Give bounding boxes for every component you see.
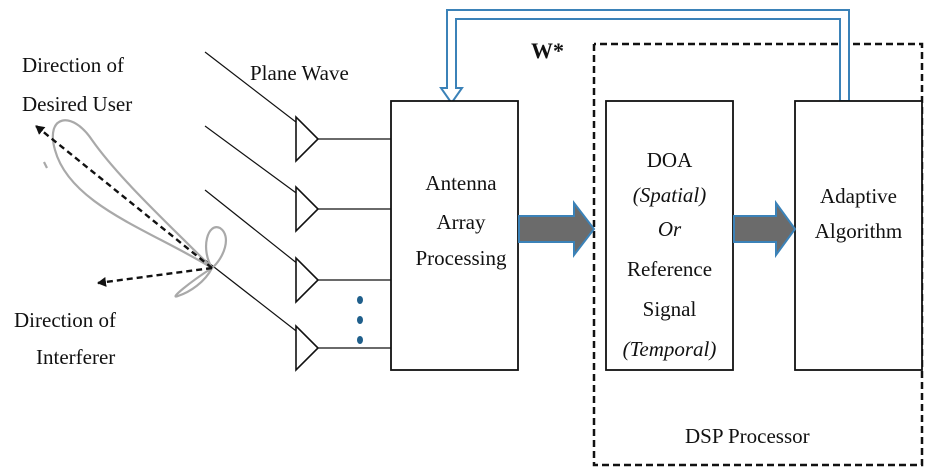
antenna-feed-lines bbox=[318, 138, 391, 349]
or-label: Or bbox=[657, 217, 682, 241]
antenna-array-processing-block bbox=[390, 100, 519, 371]
dsp-processor-boundary bbox=[592, 42, 924, 467]
reference-label: Reference bbox=[626, 257, 713, 281]
side-lobe-lower bbox=[174, 264, 215, 298]
main-lobe bbox=[51, 119, 213, 269]
adaptive-label-line1: Adaptive bbox=[820, 184, 897, 208]
antenna-element bbox=[295, 324, 320, 372]
desired-user-direction-arrow bbox=[35, 125, 213, 269]
adaptive-algorithm-block bbox=[794, 100, 923, 371]
antenna-elements bbox=[295, 115, 320, 372]
data-arrow-array-to-doa bbox=[518, 200, 596, 258]
temporal-label: (Temporal) bbox=[622, 337, 717, 361]
interferer-direction-arrow bbox=[97, 266, 213, 287]
side-lobe-upper bbox=[204, 226, 228, 270]
feedback-weights-arrow bbox=[439, 9, 850, 105]
adaptive-label-line2: Algorithm bbox=[814, 219, 903, 243]
antenna-element bbox=[295, 185, 320, 233]
antenna-array-label-line3: Processing bbox=[415, 246, 507, 270]
doa-reference-block bbox=[605, 100, 734, 371]
antenna-array-label-line2: Array bbox=[436, 210, 486, 234]
interferer-label-line2: Interferer bbox=[36, 345, 116, 369]
plane-wave-label: Plane Wave bbox=[250, 61, 349, 85]
more-elements-dots bbox=[357, 296, 363, 344]
data-arrow-doa-to-adaptive bbox=[733, 199, 797, 259]
dsp-processor-label: DSP Processor bbox=[685, 424, 810, 448]
desired-user-label-line1: Direction of bbox=[22, 53, 125, 77]
antenna-element bbox=[295, 256, 320, 304]
signal-label: Signal bbox=[642, 297, 697, 321]
desired-user-label-line2: Desired User bbox=[22, 92, 133, 116]
interferer-label-line1: Direction of bbox=[14, 308, 117, 332]
antenna-element bbox=[295, 115, 320, 163]
antenna-array-label-line1: Antenna bbox=[425, 171, 497, 195]
beam-pattern bbox=[43, 119, 228, 298]
spatial-label: (Spatial) bbox=[632, 183, 707, 207]
weights-label: W* bbox=[531, 38, 564, 63]
doa-label: DOA bbox=[646, 148, 693, 172]
